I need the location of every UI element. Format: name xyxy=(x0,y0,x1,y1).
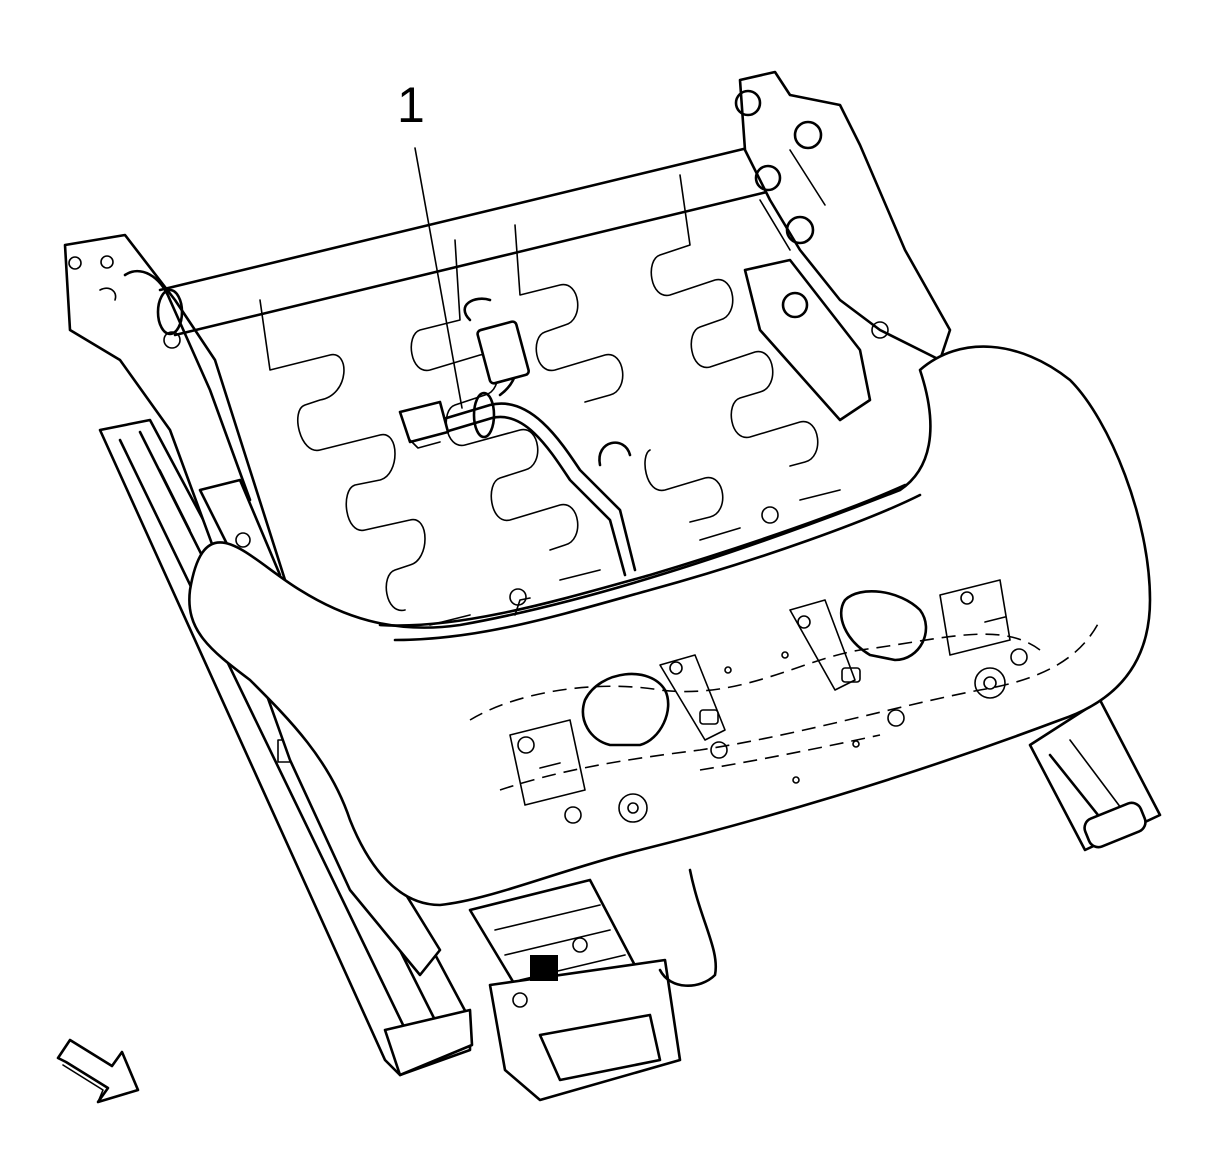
harness-connector xyxy=(398,400,450,444)
seat-wiring-harness xyxy=(398,320,637,577)
callout-number: 1 xyxy=(397,77,425,133)
front-direction-arrow-icon xyxy=(56,1038,140,1104)
front-adjuster-bracket xyxy=(468,868,718,1102)
rear-cross-tube xyxy=(156,143,777,337)
seat-suspension-wires xyxy=(259,174,819,611)
callout-1: 1 xyxy=(397,77,463,409)
right-seat-track-rail xyxy=(1028,698,1162,852)
seat-cushion-pan xyxy=(188,345,1152,907)
callout-leader-line xyxy=(414,147,463,409)
right-recliner-mechanism xyxy=(734,70,952,422)
